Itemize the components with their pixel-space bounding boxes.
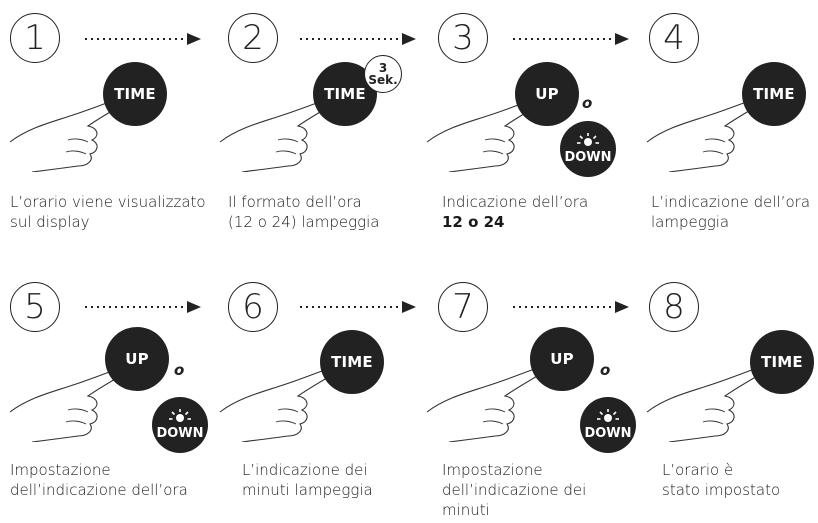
up-button[interactable]: UP [105, 327, 169, 391]
caption-line: L’orario viene visualizzato [10, 193, 206, 211]
caption-line: Impostazione [442, 461, 543, 479]
time-button[interactable]: TIME [313, 62, 377, 126]
dotted-arrow-right-icon [513, 33, 629, 45]
step-6-caption: L’indicazione dei minuti lampeggia [242, 460, 373, 500]
up-button[interactable]: UP [530, 327, 594, 391]
caption-line-emphasis: 12 o 24 [442, 213, 505, 231]
step-number-2: 2 [228, 13, 278, 63]
down-label: DOWN [564, 150, 612, 165]
pointing-hand-icon [9, 97, 127, 172]
pointing-hand-icon [219, 97, 337, 172]
or-label: o [582, 94, 593, 112]
pointing-hand-icon [9, 367, 127, 442]
step-7-caption: Impostazione dell’indicazione dei minuti [442, 460, 586, 520]
badge-bottom: Sek. [368, 73, 398, 87]
step-5-caption: Impostazione dell’indicazione dell’ora [10, 460, 188, 500]
or-label: o [600, 361, 611, 379]
hold-3-seconds-badge: 3 Sek. [364, 55, 402, 93]
step-8-caption: L’orario è stato impostato [662, 460, 780, 500]
time-button[interactable]: TIME [742, 62, 806, 126]
dotted-arrow-right-icon [85, 33, 201, 45]
caption-line: L’indicazione dell’ora [651, 193, 811, 211]
step-number-5: 5 [10, 282, 60, 332]
down-button[interactable]: DOWN [580, 397, 636, 453]
light-bulb-icon [597, 409, 619, 422]
down-label: DOWN [156, 426, 204, 441]
caption-line: Impostazione [10, 461, 111, 479]
dotted-arrow-right-icon [300, 33, 416, 45]
pointing-hand-icon [219, 367, 337, 442]
dotted-arrow-right-icon [300, 301, 416, 313]
light-bulb-icon [577, 133, 599, 146]
step-number-3: 3 [438, 13, 488, 63]
caption-line: sul display [10, 213, 90, 231]
or-label: o [174, 361, 185, 379]
caption-line: lampeggia [651, 213, 730, 231]
caption-line: minuti [442, 501, 490, 519]
down-label: DOWN [584, 426, 632, 441]
step-number-1: 1 [10, 13, 60, 63]
time-button[interactable]: TIME [320, 330, 384, 394]
caption-line: stato impostato [662, 481, 781, 499]
step-number-6: 6 [228, 282, 278, 332]
step-number-8: 8 [649, 282, 699, 332]
caption-line: Indicazione dell’ora [442, 193, 589, 211]
step-4-caption: L’indicazione dell’ora lampeggia [651, 192, 810, 232]
step-3-caption: Indicazione dell’ora 12 o 24 [442, 192, 588, 232]
step-1-caption: L’orario viene visualizzato sul display [10, 192, 206, 232]
step-number-4: 4 [649, 13, 699, 63]
caption-line: minuti lampeggia [242, 481, 373, 499]
badge-top: 3 [378, 61, 388, 75]
up-button[interactable]: UP [515, 62, 579, 126]
caption-line: L’orario è [662, 461, 734, 479]
caption-line: L’indicazione dei [242, 461, 368, 479]
pointing-hand-icon [426, 97, 544, 172]
time-button[interactable]: TIME [103, 62, 167, 126]
pointing-hand-icon [646, 367, 764, 442]
time-button[interactable]: TIME [750, 330, 814, 394]
caption-line: dell’indicazione dell’ora [10, 481, 188, 499]
down-button[interactable]: DOWN [152, 397, 208, 453]
light-bulb-icon [169, 409, 191, 422]
dotted-arrow-right-icon [513, 301, 629, 313]
pointing-hand-icon [646, 97, 764, 172]
caption-line: Il formato dell’ora [228, 193, 362, 211]
step-number-7: 7 [438, 282, 488, 332]
caption-line: dell’indicazione dei [442, 481, 587, 499]
pointing-hand-icon [426, 367, 544, 442]
down-button[interactable]: DOWN [560, 121, 616, 177]
dotted-arrow-right-icon [85, 301, 201, 313]
step-2-caption: Il formato dell’ora (12 o 24) lampeggia [228, 192, 379, 232]
caption-line: (12 o 24) lampeggia [228, 213, 380, 231]
